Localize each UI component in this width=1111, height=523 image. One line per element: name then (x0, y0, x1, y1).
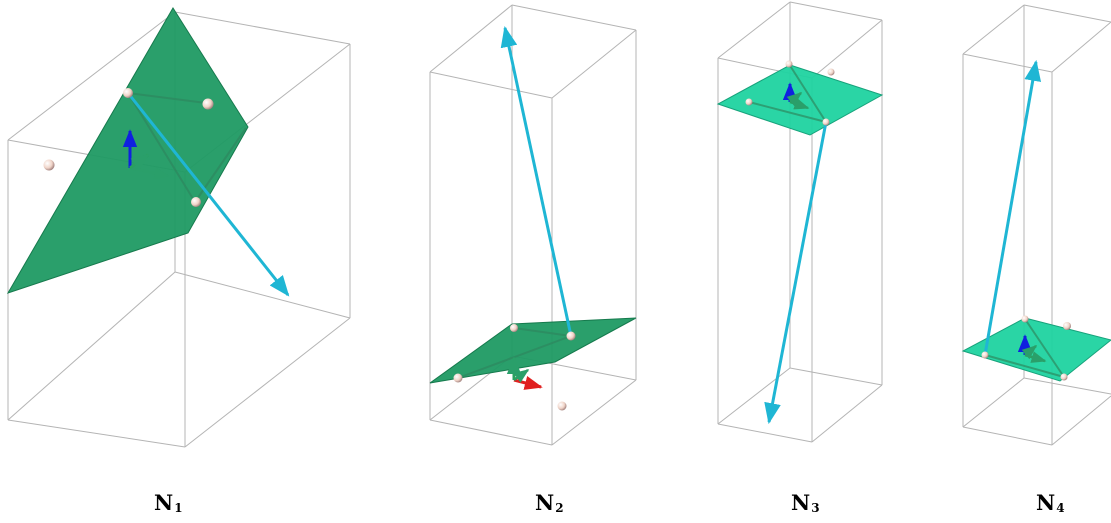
point-n4-c (1060, 373, 1068, 381)
point-n1-c (191, 197, 201, 207)
point-n4-d (1063, 322, 1071, 330)
cyan-vector-n1 (126, 92, 290, 297)
panel-n1 (6, 7, 351, 448)
point-n3-c (822, 118, 830, 126)
point-n4-a (1021, 315, 1029, 323)
point-n3-b (745, 98, 753, 106)
axis-y-n4 (1021, 345, 1038, 360)
figure-label-name: N (1036, 490, 1056, 515)
axis-y-n3 (786, 92, 803, 107)
point-n3-d (827, 68, 835, 76)
figure-label-n4: N4 (1036, 490, 1065, 515)
panel-n2 (429, 4, 637, 446)
cyan-vector-n3 (764, 121, 828, 425)
plane-edges-n3 (748, 63, 827, 123)
figure-label-name: N (791, 490, 811, 515)
figure-label-name: N (154, 490, 174, 515)
figure-label-index: 1 (174, 501, 183, 515)
point-n2-a (510, 324, 518, 332)
figure-label-n1: N1 (154, 490, 183, 515)
axis-y-n2 (513, 368, 530, 383)
point-n1-b (202, 98, 214, 110)
figure-label-n3: N3 (791, 490, 820, 515)
axis-y-n1 (129, 153, 150, 171)
figure-label-index: 3 (811, 501, 820, 515)
figure-label-index: 4 (1056, 501, 1065, 515)
bounding-box-n4 (962, 4, 1111, 446)
point-n2-b (566, 331, 576, 341)
point-n1-a (123, 88, 133, 98)
axis-x-n2 (513, 375, 543, 390)
point-n2-d (557, 401, 567, 411)
point-n3-a (785, 60, 793, 68)
plane-n1 (6, 7, 249, 294)
figure-label-index: 2 (555, 501, 564, 515)
panel-n3 (716, 1, 884, 443)
point-n4-b (981, 351, 989, 359)
plane-n3 (716, 64, 884, 136)
panel-n4 (961, 4, 1111, 446)
plane-edges-n4 (984, 318, 1065, 378)
cyan-vector-n2 (500, 25, 573, 337)
figure-label-n2: N2 (535, 490, 564, 515)
cyan-vector-n4 (983, 59, 1042, 356)
figure-label-name: N (535, 490, 555, 515)
point-n1-d (43, 159, 55, 171)
point-n2-c (453, 373, 463, 383)
